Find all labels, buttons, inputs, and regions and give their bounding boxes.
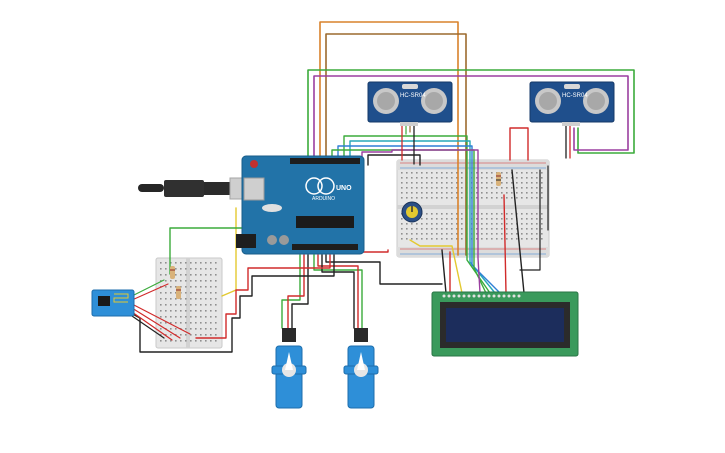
resistor[interactable] bbox=[176, 286, 181, 299]
lcd-pin[interactable] bbox=[512, 294, 516, 298]
arduino-logo-icon bbox=[305, 177, 323, 195]
lcd-pin[interactable] bbox=[447, 294, 451, 298]
lcd-pin[interactable] bbox=[487, 294, 491, 298]
lcd-pin[interactable] bbox=[482, 294, 486, 298]
wire-green bbox=[307, 69, 635, 163]
arduino-uno-board[interactable]: UNO ARDUINO bbox=[236, 155, 365, 255]
wire-black bbox=[367, 154, 421, 166]
esp01-wifi-module[interactable] bbox=[91, 289, 135, 317]
wire-red bbox=[195, 254, 331, 339]
lcd-pin[interactable] bbox=[477, 294, 481, 298]
lcd-display[interactable] bbox=[431, 291, 579, 357]
wire-yellow bbox=[409, 239, 463, 294]
lcd-pin[interactable] bbox=[472, 294, 476, 298]
board-brand: ARDUINO bbox=[312, 196, 335, 202]
lcd-pin[interactable] bbox=[492, 294, 496, 298]
wire-black bbox=[131, 315, 165, 339]
power-analog-header[interactable] bbox=[292, 244, 358, 250]
wire-red bbox=[131, 307, 181, 339]
wire-black bbox=[441, 249, 447, 294]
wires bbox=[117, 21, 635, 353]
small-breadboard[interactable] bbox=[155, 257, 223, 349]
main-breadboard[interactable] bbox=[396, 159, 550, 258]
sensor-label: HC-SR04 bbox=[562, 93, 588, 99]
sensor-label: HC-SR04 bbox=[400, 93, 426, 99]
wire-black bbox=[291, 254, 309, 329]
reset-button[interactable] bbox=[250, 160, 258, 168]
lcd-pin[interactable] bbox=[462, 294, 466, 298]
wire-blue bbox=[337, 145, 501, 294]
ultrasonic-sensor-right[interactable]: HC-SR04 bbox=[529, 81, 615, 126]
servo-left[interactable] bbox=[271, 328, 307, 409]
resistor[interactable] bbox=[496, 172, 501, 186]
lcd-pin[interactable] bbox=[467, 294, 471, 298]
wire-black bbox=[117, 254, 335, 353]
resistor[interactable] bbox=[170, 266, 175, 279]
wire-black bbox=[519, 169, 541, 271]
wire-red bbox=[131, 303, 191, 335]
wire-black bbox=[325, 254, 443, 285]
wire-black bbox=[321, 254, 355, 329]
wire-red bbox=[503, 194, 507, 294]
servo-right[interactable] bbox=[343, 328, 379, 409]
lcd-pin[interactable] bbox=[507, 294, 511, 298]
wire-red bbox=[131, 311, 173, 341]
lcd-pin[interactable] bbox=[442, 294, 446, 298]
usb-cable bbox=[138, 177, 245, 200]
wire-green bbox=[313, 254, 363, 329]
lcd-pins bbox=[442, 294, 521, 298]
wire-red bbox=[131, 283, 169, 301]
wire-purple bbox=[313, 75, 629, 163]
wire-black bbox=[511, 169, 525, 294]
wire-green bbox=[131, 279, 165, 297]
lcd-pin[interactable] bbox=[502, 294, 506, 298]
wire-purple bbox=[361, 149, 481, 294]
atmega-chip bbox=[296, 216, 354, 228]
lcd-pin[interactable] bbox=[457, 294, 461, 298]
lcd-pin[interactable] bbox=[452, 294, 456, 298]
wire-red bbox=[287, 254, 305, 329]
board-model: UNO bbox=[336, 185, 352, 192]
wire-orange bbox=[319, 21, 459, 256]
lcd-screen bbox=[446, 308, 564, 342]
potentiometer[interactable] bbox=[401, 201, 423, 223]
digital-header[interactable] bbox=[290, 158, 360, 164]
ultrasonic-sensor-left[interactable]: HC-SR04 bbox=[367, 81, 453, 126]
wire-green bbox=[281, 254, 301, 329]
wire-yellow bbox=[221, 207, 237, 297]
wire-red bbox=[317, 254, 359, 329]
lcd-pin[interactable] bbox=[497, 294, 501, 298]
wire-red bbox=[509, 127, 529, 161]
lcd-pin[interactable] bbox=[517, 294, 521, 298]
